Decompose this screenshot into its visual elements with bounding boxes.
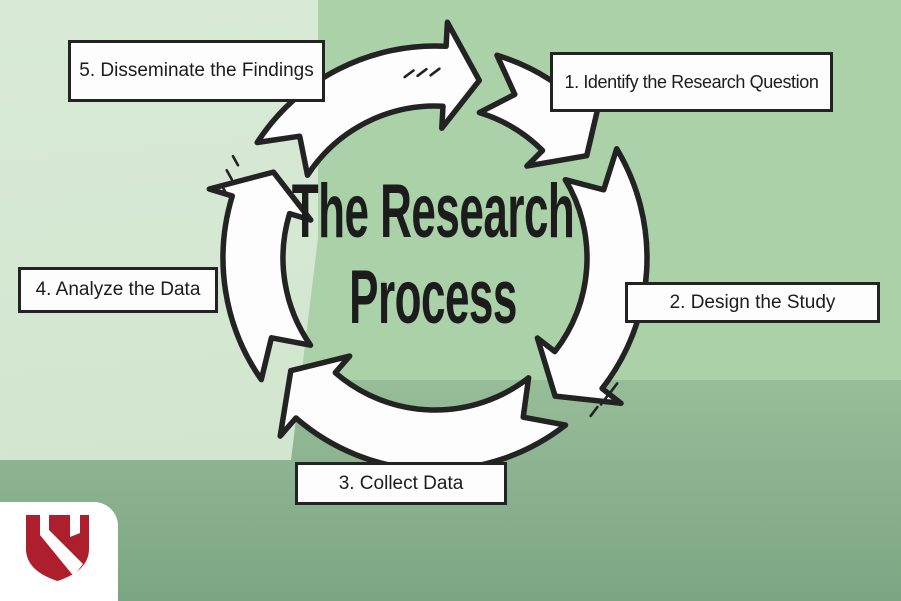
cycle-arrow-segment xyxy=(476,52,605,169)
arrow-speed-mark xyxy=(416,67,428,78)
shield-letter-n-diagonal xyxy=(40,515,83,576)
arrow-speed-mark xyxy=(429,67,441,77)
arrow-speed-mark xyxy=(609,382,619,394)
arrow-speed-mark xyxy=(220,183,228,196)
arrow-speed-mark xyxy=(225,169,233,181)
cycle-arrow-segment xyxy=(206,169,314,383)
arrow-speed-mark xyxy=(231,154,240,167)
diagram-title-line2: Process xyxy=(349,256,517,341)
step-label-identify-question: 1. Identify the Research Question xyxy=(550,52,833,112)
step-label-collect-data: 3. Collect Data xyxy=(295,462,507,505)
cycle-arrow-segment xyxy=(277,353,569,473)
shield-letter-n-right-stem xyxy=(70,515,80,537)
logo-card xyxy=(0,502,118,601)
arrow-speed-mark xyxy=(403,69,415,79)
arrow-speed-mark xyxy=(589,405,599,418)
cycle-arrow-segment xyxy=(534,146,650,407)
step-label-disseminate-findings: 5. Disseminate the Findings xyxy=(68,40,325,102)
step-label-design-study: 2. Design the Study xyxy=(625,282,880,323)
diagram-title-line1: The Research xyxy=(291,170,575,255)
nebraska-shield-icon xyxy=(26,515,89,581)
step-label-analyze-data: 4. Analyze the Data xyxy=(18,267,218,313)
arrow-speed-mark xyxy=(599,394,609,406)
